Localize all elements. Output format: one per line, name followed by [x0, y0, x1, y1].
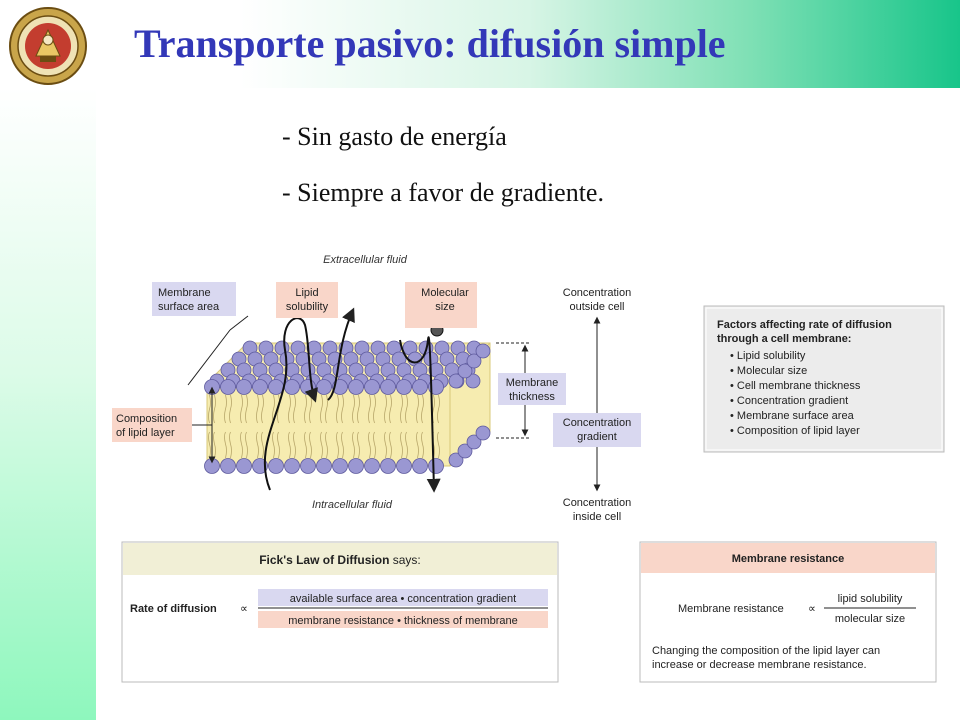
surface-area-label-line1: Membrane: [158, 287, 211, 299]
surface-area-label-line2: surface area: [158, 301, 220, 313]
fick-proportional-symbol: ∝: [240, 603, 248, 615]
lipid-head: [448, 452, 464, 468]
composition-label-line1: Composition: [116, 413, 177, 425]
membrane-resistance-box: Membrane resistance Membrane resistance …: [639, 541, 937, 683]
lipid-head: [316, 379, 332, 395]
factor-item: • Lipid solubility: [730, 350, 806, 362]
lipid-solubility-label-line2: solubility: [286, 301, 329, 313]
diffusion-paths: [263, 307, 441, 493]
factor-item: • Cell membrane thickness: [730, 380, 861, 392]
lipid-head: [428, 458, 444, 474]
lipid-head: [380, 458, 396, 474]
lipid-head: [236, 379, 252, 395]
university-seal-logo: [9, 7, 87, 85]
composition-label-box: [112, 408, 192, 442]
resistance-heading: Membrane resistance: [732, 553, 845, 565]
lipid-head: [220, 458, 236, 474]
molecular-size-label-box: [405, 282, 477, 328]
bullet-with-gradient: - Siempre a favor de gradiente.: [282, 178, 604, 207]
concentration-inside-line1: Concentration: [563, 497, 632, 509]
factor-item: • Composition of lipid layer: [730, 425, 860, 437]
molecular-size-label-line2: size: [435, 301, 455, 313]
composition-label-line2: of lipid layer: [116, 427, 175, 439]
lipid-head: [396, 458, 412, 474]
factors-box: Factors affecting rate of diffusion thro…: [703, 305, 945, 453]
fick-numerator: available surface area • concentration g…: [290, 593, 516, 605]
membrane-diffusion-diagram: Extracellular fluid Intracellular fluid …: [112, 254, 945, 683]
fick-lhs: Rate of diffusion: [130, 603, 217, 615]
factor-item: • Concentration gradient: [730, 395, 848, 407]
resistance-note-line1: Changing the composition of the lipid la…: [652, 645, 880, 657]
lipid-head: [364, 379, 380, 395]
fick-heading-bold: Fick's Law of Diffusion: [259, 553, 389, 567]
factors-heading-line2: through a cell membrane:: [717, 333, 851, 345]
lipid-head: [457, 363, 473, 379]
factor-item: • Molecular size: [730, 365, 807, 377]
lipid-head: [316, 458, 332, 474]
lipid-head: [284, 379, 300, 395]
thickness-label-box: [498, 373, 566, 405]
lipid-head: [220, 379, 236, 395]
concentration-gradient-line2: gradient: [577, 431, 617, 443]
bullet-no-energy: - Sin gasto de energía: [282, 122, 507, 151]
lipid-head: [268, 379, 284, 395]
lipid-bilayer: [204, 340, 491, 474]
slide-header: [0, 0, 960, 88]
lipid-head: [412, 379, 428, 395]
fick-heading-rest: says:: [389, 553, 420, 567]
lipid-head: [466, 434, 482, 450]
factor-item: • Membrane surface area: [730, 410, 855, 422]
lipid-head: [475, 343, 491, 359]
factors-heading-line1: Factors affecting rate of diffusion: [717, 319, 892, 331]
thickness-label-line1: Membrane: [506, 377, 559, 389]
surface-area-label-box: [152, 282, 236, 316]
lipid-head: [412, 458, 428, 474]
resistance-denominator: molecular size: [835, 613, 905, 625]
lipid-head: [284, 458, 300, 474]
lipid-head: [236, 458, 252, 474]
lipid-head: [348, 458, 364, 474]
concentration-inside-line2: inside cell: [573, 511, 621, 523]
lipid-head: [252, 458, 268, 474]
lipid-head: [348, 379, 364, 395]
lipid-head: [364, 458, 380, 474]
concentration-outside-line2: outside cell: [569, 301, 624, 313]
intracellular-fluid-label: Intracellular fluid: [312, 499, 393, 511]
molecular-size-label-line1: Molecular: [421, 287, 469, 299]
resistance-proportional-symbol: ∝: [808, 603, 816, 615]
lipid-head: [466, 353, 482, 369]
lipid-head: [448, 373, 464, 389]
lipid-solubility-label-line1: Lipid: [295, 287, 318, 299]
fick-heading: Fick's Law of Diffusion says:: [259, 553, 421, 567]
fick-law-box: Fick's Law of Diffusion says: Rate of di…: [121, 541, 559, 683]
resistance-numerator: lipid solubility: [838, 593, 903, 605]
lipid-head: [380, 379, 396, 395]
lipid-head: [300, 458, 316, 474]
resistance-lhs: Membrane resistance: [678, 603, 784, 615]
concentration-gradient-label-box: [553, 413, 641, 447]
concentration-gradient-line1: Concentration: [563, 417, 632, 429]
lipid-solubility-label-box: [276, 282, 338, 318]
slide-title: Transporte pasivo: difusión simple: [134, 21, 726, 66]
slide-sidebar-gradient: [0, 88, 96, 720]
lipid-head: [465, 373, 481, 389]
fick-denominator: membrane resistance • thickness of membr…: [288, 615, 517, 627]
lipid-head: [396, 379, 412, 395]
lipid-head: [252, 379, 268, 395]
lipid-head: [457, 443, 473, 459]
resistance-note-line2: increase or decrease membrane resistance…: [652, 659, 867, 671]
concentration-outside-line1: Concentration: [563, 287, 632, 299]
lipid-head: [268, 458, 284, 474]
extracellular-fluid-label: Extracellular fluid: [323, 254, 408, 266]
lipid-head: [475, 425, 491, 441]
lipid-head: [332, 458, 348, 474]
thickness-label-line2: thickness: [509, 391, 555, 403]
